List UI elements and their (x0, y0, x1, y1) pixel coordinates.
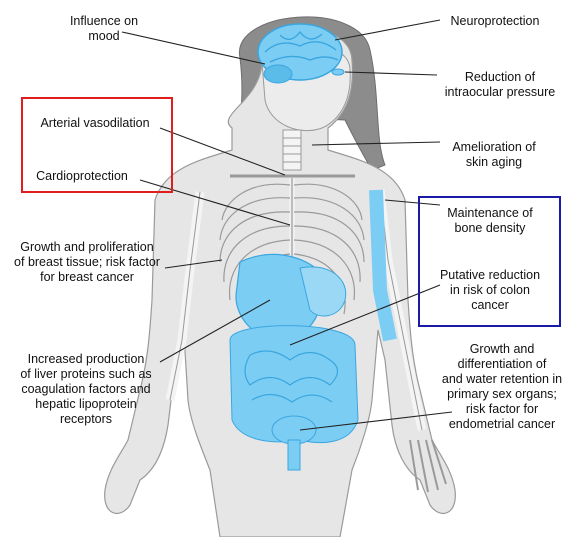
label-amelioration-skin-aging: Amelioration of skin aging (436, 140, 552, 170)
label-maintenance-bone-density: Maintenance of bone density (426, 206, 554, 236)
trachea (283, 130, 301, 170)
label-influence-on-mood: Influence on mood (58, 14, 150, 44)
label-liver-proteins: Increased production of liver proteins s… (6, 352, 166, 427)
label-arterial-vasodilation: Arterial vasodilation (28, 116, 162, 131)
label-breast-tissue: Growth and proliferation of breast tissu… (6, 240, 168, 285)
label-reduction-intraocular-pressure: Reduction of intraocular pressure (436, 70, 564, 100)
label-cardioprotection: Cardioprotection (24, 169, 140, 184)
eye (332, 69, 344, 75)
label-primary-sex-organs: Growth and differentiation of and water … (432, 342, 572, 432)
label-colon-cancer: Putative reduction in risk of colon canc… (426, 268, 554, 313)
label-neuroprotection: Neuroprotection (440, 14, 550, 29)
